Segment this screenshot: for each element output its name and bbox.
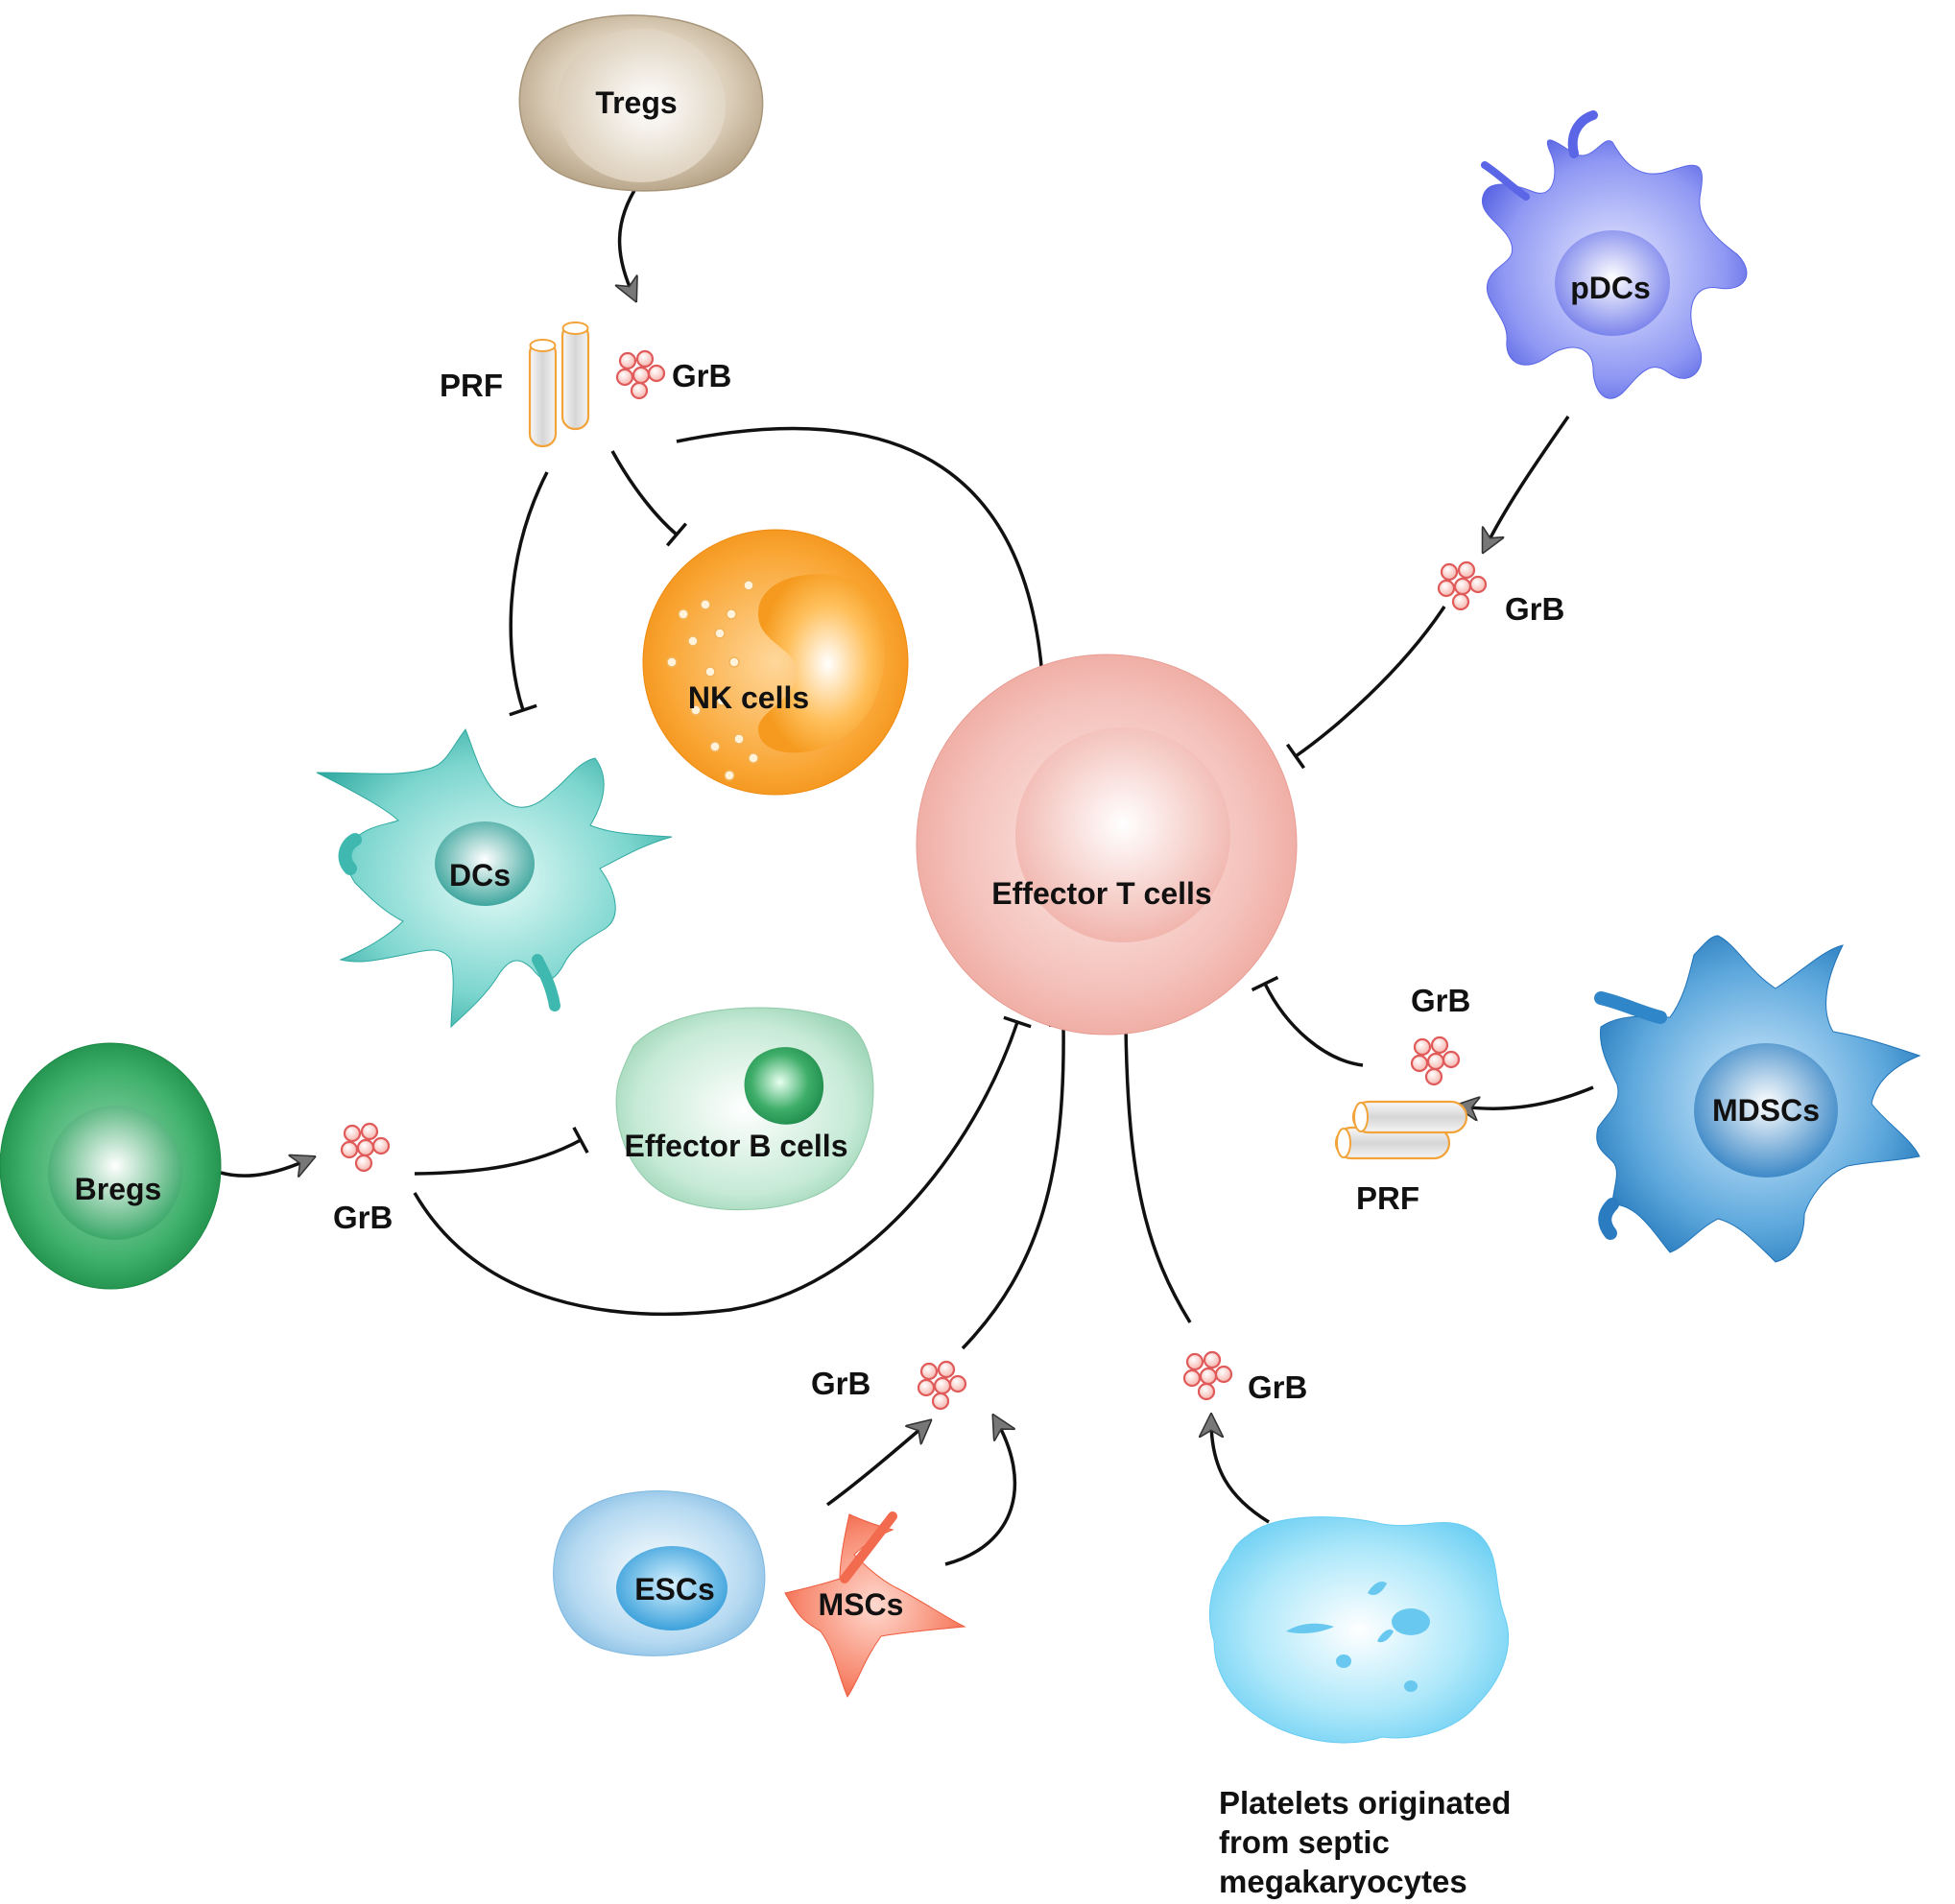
edge-platelets-to-grb	[1211, 1420, 1270, 1524]
mdscs-prf-label: PRF	[1356, 1180, 1419, 1216]
pdcs-label: pDCs	[1570, 271, 1651, 305]
bregs-label: Bregs	[75, 1172, 162, 1206]
edge-bregs-to-grb	[220, 1159, 309, 1176]
perforin-icon	[1334, 1100, 1468, 1160]
platelets-caption: Platelets originated from septic megakar…	[1219, 1785, 1511, 1899]
effector-t-label: Effector T cells	[991, 876, 1211, 911]
tregs-prf-label: PRF	[440, 368, 503, 403]
nk-label: NK cells	[688, 680, 809, 715]
platelets-caption-line-3: megakaryocytes	[1219, 1864, 1467, 1899]
mdscs-cell: MDSCs	[1594, 935, 1921, 1263]
nk-granules	[666, 580, 759, 781]
edge-bregs-grb-inhibits-effector-b	[414, 1126, 589, 1176]
escs-cell: ESCs	[553, 1490, 766, 1656]
mdscs-grb-label: GrB	[1411, 983, 1470, 1018]
edge-platelet-grb-inhibits-effector-t	[1110, 1023, 1192, 1323]
escs-label: ESCs	[634, 1572, 715, 1606]
platelets-caption-line-2: from septic	[1219, 1824, 1390, 1860]
edge-bregs-grb-inhibits-effector-t	[413, 1015, 1032, 1317]
tregs-label: Tregs	[595, 85, 677, 120]
mscs-cell: MSCs	[784, 1511, 966, 1699]
granzyme-b-icon	[1437, 560, 1488, 611]
granzyme-b-icon	[1182, 1350, 1233, 1401]
dcs-label: DCs	[449, 858, 511, 892]
edge-pdcs-grb-inhibits-effector-t	[1285, 606, 1446, 770]
platelets-cell	[1208, 1516, 1510, 1744]
mscs-label: MSCs	[819, 1587, 904, 1622]
edge-stem-grb-inhibits-effector-t	[961, 1023, 1079, 1350]
edge-tregs-to-molecules	[620, 183, 640, 296]
edge-escs-to-grb	[825, 1424, 926, 1507]
granzyme-b-icon	[340, 1122, 391, 1173]
edge-mdscs-molecules-inhibit-effector-t	[1251, 975, 1364, 1067]
tregs-grb-label: GrB	[672, 358, 731, 393]
granzyme-b-icon	[917, 1360, 967, 1411]
tregs-cell: Tregs	[518, 14, 764, 192]
edge-grb-inhibits-effector-t	[676, 426, 1058, 679]
effector-b-label: Effector B cells	[625, 1129, 848, 1163]
platelets-caption-line-1: Platelets originated	[1219, 1785, 1511, 1821]
pdcs-cell: pDCs	[1481, 110, 1748, 399]
dcs-cell: DCs	[316, 727, 673, 1029]
bregs-cell: Bregs	[0, 1042, 222, 1290]
platelet-grb-label: GrB	[1248, 1369, 1307, 1405]
edge-pdcs-to-grb	[1486, 415, 1570, 547]
effector-b-cell: Effector B cells	[615, 1007, 874, 1211]
pdcs-grb-label: GrB	[1505, 591, 1564, 627]
granzyme-b-icon	[1410, 1035, 1461, 1086]
granzyme-b-icon	[615, 349, 666, 400]
edges	[220, 183, 1594, 1566]
perforin-icon	[528, 321, 590, 448]
stem-grb-label: GrB	[811, 1366, 870, 1401]
edge-prf-inhibits-nk	[610, 450, 688, 547]
mdscs-label: MDSCs	[1712, 1093, 1820, 1128]
effector-t-cell: Effector T cells	[916, 654, 1298, 1035]
edge-prf-inhibits-dcs	[509, 471, 549, 717]
bregs-grb-label: GrB	[333, 1200, 393, 1235]
platelet-granules	[1286, 1582, 1430, 1692]
edge-mscs-to-grb	[944, 1420, 1017, 1566]
nk-cell: NK cells	[642, 529, 909, 796]
edge-mdscs-to-molecules	[1462, 1085, 1594, 1108]
